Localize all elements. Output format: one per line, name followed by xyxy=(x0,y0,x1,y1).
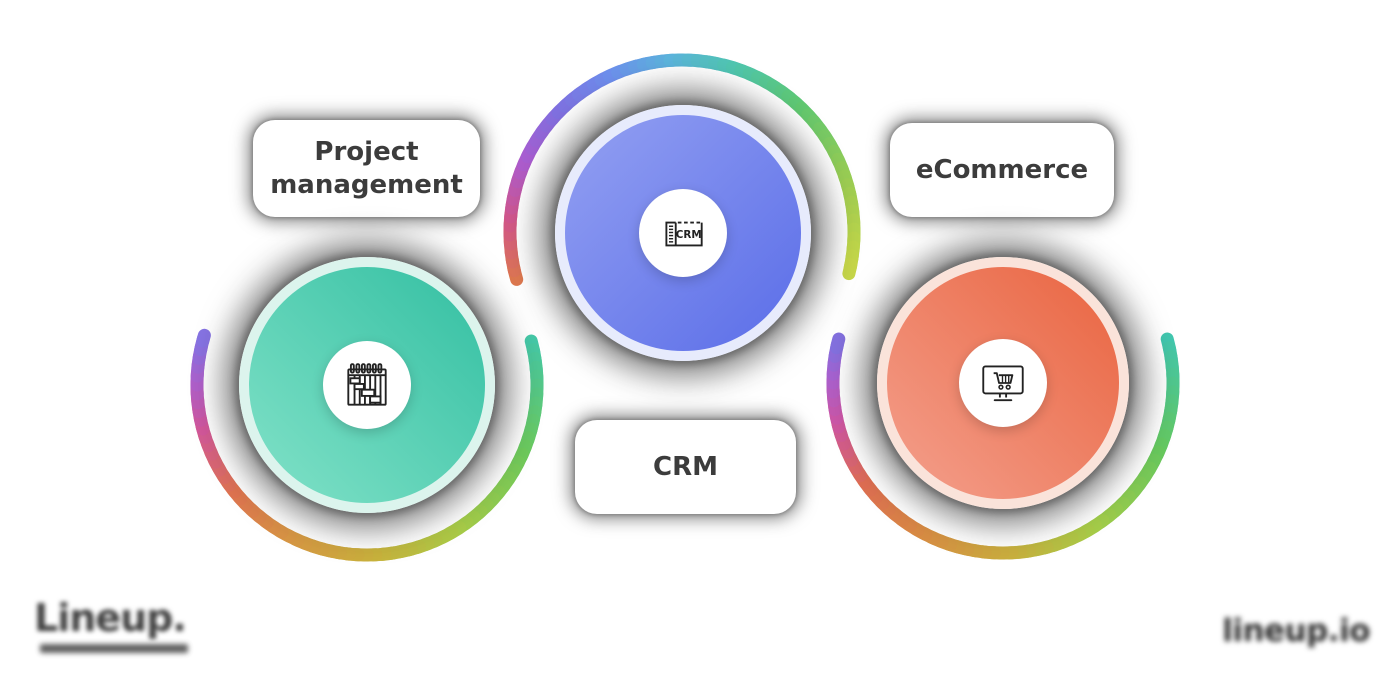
project-management-label: Project management xyxy=(270,137,463,200)
gantt-calendar-icon xyxy=(347,363,387,406)
label-card-ecommerce: eCommerce xyxy=(890,123,1114,217)
crm-label: CRM xyxy=(653,451,718,482)
bottom-left-logo: Lineup. xyxy=(34,596,187,640)
crm-icon-text: CRM xyxy=(676,229,702,241)
crm-icon-badge: CRM xyxy=(639,189,727,277)
label-card-crm: CRM xyxy=(575,420,796,514)
circle-ecommerce xyxy=(877,257,1129,509)
crm-card-icon: CRM xyxy=(665,221,703,247)
bottom-right-logo: lineup.io xyxy=(1222,613,1370,649)
circle-project-management xyxy=(239,257,495,513)
ecommerce-icon-badge xyxy=(959,339,1047,427)
label-card-project-management: Project management xyxy=(253,120,480,217)
shopping-cart-monitor-icon xyxy=(982,365,1024,402)
bottom-left-logo-tagline-bar xyxy=(40,644,188,653)
circle-crm: CRM xyxy=(555,105,811,361)
ecommerce-label: eCommerce xyxy=(915,154,1089,185)
project-management-icon-badge xyxy=(323,341,411,429)
